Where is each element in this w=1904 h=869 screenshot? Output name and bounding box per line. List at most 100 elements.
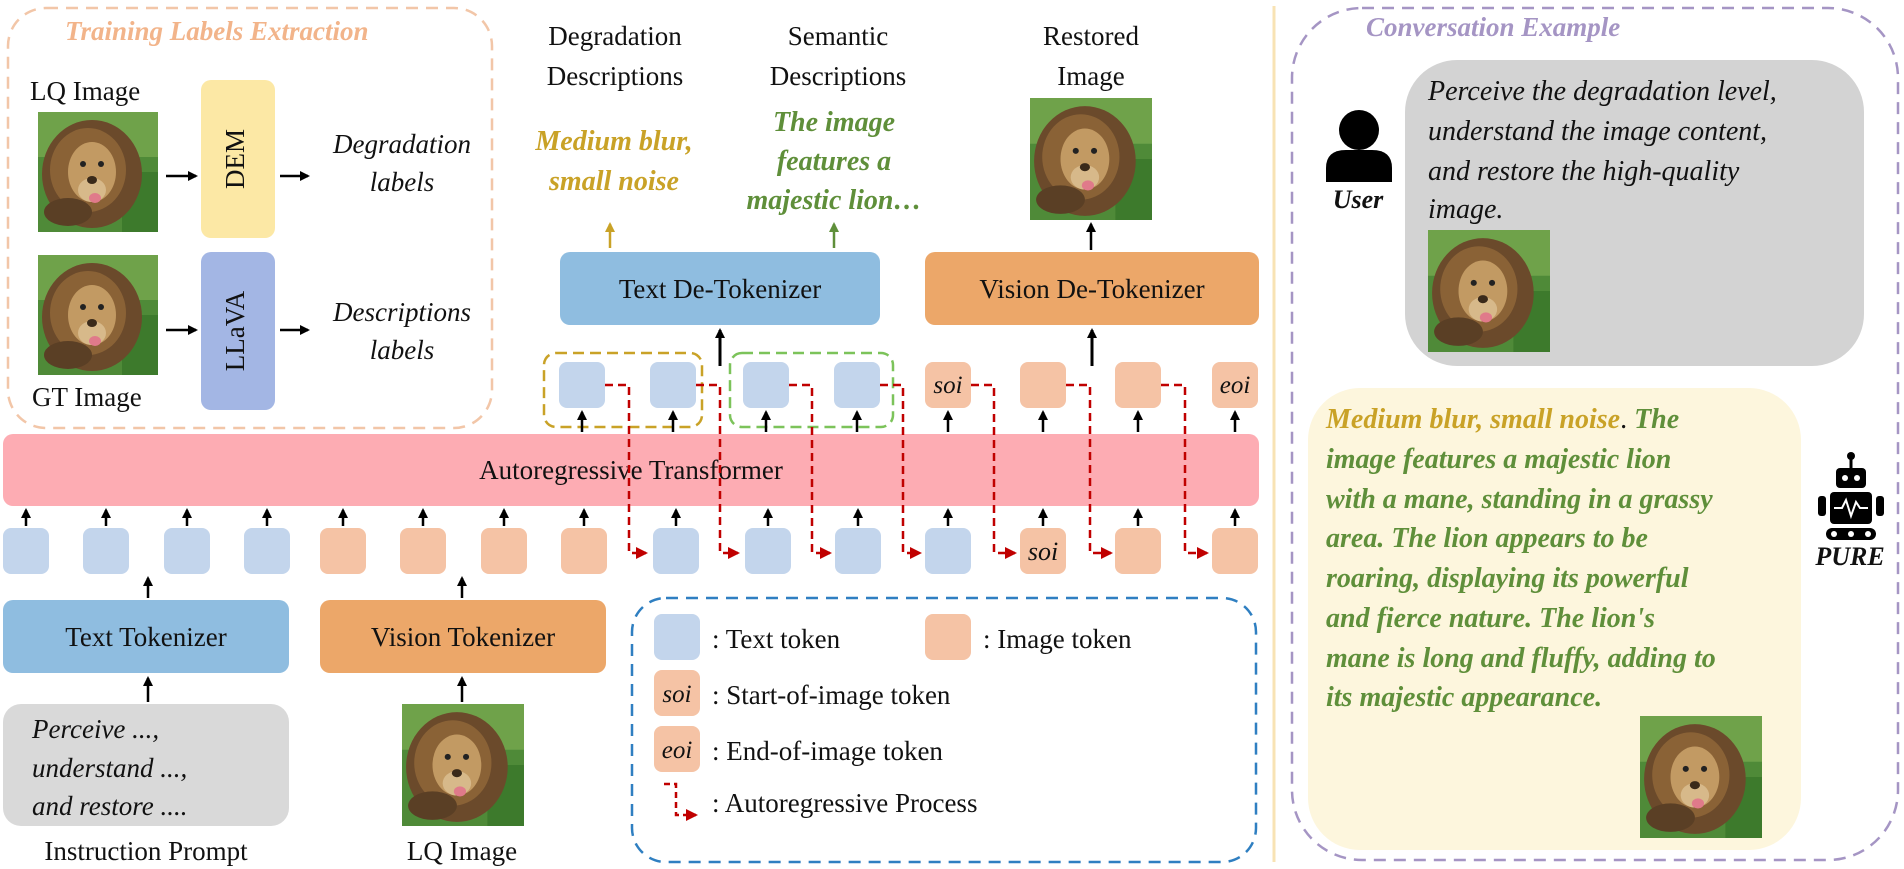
degradation-labels-line1: Degradation [332,129,471,159]
llava-block [201,252,275,410]
user-message-line4: image. [1428,194,1503,225]
degradation-output-line2: small noise [548,166,679,197]
image-token [1115,362,1161,408]
legend-eoi-swatch [654,726,700,772]
legend-border [630,596,1258,864]
legend-image-token-label: : Image token [983,624,1132,654]
dem-label: DEM [220,129,250,189]
image-token [1115,528,1161,574]
vision-tokenizer-block [320,600,606,673]
image-token [320,528,366,574]
legend-image-token-swatch [925,614,971,660]
assistant-reply-first-word: The [1634,404,1679,435]
text-token [244,528,290,574]
assistant-reply-line3: with a mane, standing in a grassy [1326,484,1713,515]
semantic-header-line1: Semantic [788,21,888,51]
autoregressive-transformer-block [3,434,1259,506]
vision-detokenizer-label: Vision De-Tokenizer [979,274,1204,304]
image-token [481,528,527,574]
user-avatar-icon [1326,110,1392,182]
prompt-line3: and restore .... [32,791,188,821]
assistant-reply-line6: and fierce nature. The lion's [1326,603,1655,634]
input-token-row: soi [3,508,1258,574]
descriptions-labels-line2: labels [370,335,435,365]
eoi-token-label: eoi [1220,372,1251,399]
conversation-panel-border [1290,6,1900,862]
assistant-role-label: PURE [1814,542,1884,571]
text-token [925,528,971,574]
vision-tokenizer-label: Vision Tokenizer [371,622,555,652]
text-token [83,528,129,574]
legend-autoregressive-label: : Autoregressive Process [712,788,977,818]
assistant-reply-line8: its majestic appearance. [1326,682,1602,713]
degradation-token-group [542,351,704,429]
legend-eoi-label: : End-of-image token [712,736,943,766]
autoregressive-process-paths [605,383,1209,559]
autoregressive-transformer-label: Autoregressive Transformer [479,455,783,485]
text-tokenizer-block [3,600,289,673]
text-token [164,528,210,574]
assistant-restored-image [1640,716,1762,838]
legend-autoregressive-arrow-icon [664,782,698,821]
text-token [559,362,605,408]
token-to-transformer-arrows [21,508,1240,526]
text-token [745,528,791,574]
instruction-prompt-box [3,704,289,826]
training-panel-title: Training Labels Extraction [65,16,369,46]
text-token [653,528,699,574]
semantic-output-line2: features a [777,146,891,177]
legend-text-token-label: : Text token [712,624,841,654]
user-message-line2: understand the image content, [1428,116,1767,147]
legend-eoi-token-text: eoi [662,737,693,764]
soi-token-label: soi [933,372,962,399]
user-message-line1: Perceive the degradation level, [1427,76,1777,107]
text-detokenizer-block [560,252,880,325]
soi-token [925,362,971,408]
image-token [561,528,607,574]
legend-soi-label: : Start-of-image token [712,680,951,710]
vision-detokenizer-block [925,252,1259,325]
image-token [1020,362,1066,408]
restored-image-thumbnail [1030,98,1152,220]
soi-token-label: soi [1028,537,1058,566]
lq-image-input-label: LQ Image [407,836,517,866]
lq-image-label: LQ Image [30,76,140,106]
image-token [1212,528,1258,574]
legend-text-token-swatch [654,614,700,660]
legend-soi-token-text: soi [662,681,691,708]
descriptions-labels-line1: Descriptions [332,297,471,327]
soi-token [1020,528,1066,574]
lq-image-input-thumbnail [402,704,524,826]
prompt-line2: understand ..., [32,753,187,783]
restored-header-line1: Restored [1043,21,1139,51]
degradation-labels-line2: labels [370,167,435,197]
eoi-token [1212,362,1258,408]
output-token-row: soi eoi [542,351,1258,432]
user-message-line3: and restore the high-quality [1428,156,1740,187]
training-panel-border [6,6,494,430]
output-headers: Degradation Descriptions Semantic Descri… [534,21,1152,250]
user-message-image [1428,230,1550,352]
image-token [400,528,446,574]
llava-label: LLaVA [220,290,250,371]
gt-image-thumbnail [38,255,158,375]
conversation-title: Conversation Example [1366,12,1620,42]
legend-soi-swatch [654,670,700,716]
text-token [835,528,881,574]
semantic-header-line2: Descriptions [770,61,906,91]
conversation-panel: Conversation Example User Perceive the d… [1290,6,1900,862]
text-tokenizer-label: Text Tokenizer [65,622,226,652]
text-token [3,528,49,574]
semantic-output-line3: majestic lion… [747,185,922,216]
robot-icon [1818,452,1884,540]
degradation-header-line2: Descriptions [547,61,683,91]
assistant-reply-line7: mane is long and fluffy, adding to [1326,643,1716,674]
text-detokenizer-label: Text De-Tokenizer [619,274,821,304]
degradation-header-line1: Degradation [548,21,682,51]
assistant-reply-line1: Medium blur, small noise. The [1325,404,1679,435]
training-labels-panel: Training Labels Extraction LQ Image DEM … [6,6,494,430]
prompt-line1: Perceive ..., [31,714,159,744]
text-token [834,362,880,408]
transformer-to-token-arrows [577,410,1240,432]
